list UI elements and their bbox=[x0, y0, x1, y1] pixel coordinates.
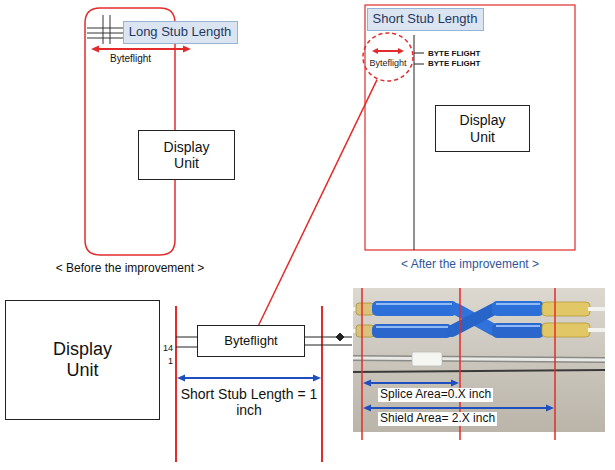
caption: < After the improvement > bbox=[401, 258, 539, 272]
schematic-wires bbox=[414, 35, 424, 250]
display-unit-box: Display Unit bbox=[138, 130, 235, 180]
wire-photo bbox=[452, 309, 494, 331]
wire-photo bbox=[356, 325, 374, 337]
node-label: Long Stub Length bbox=[129, 25, 232, 40]
schematic-wires bbox=[305, 337, 352, 338]
schematic-wires bbox=[87, 28, 124, 29]
node-label: Display Unit bbox=[43, 339, 123, 380]
arrow-head bbox=[398, 48, 404, 54]
node-label: Display Unit bbox=[452, 112, 514, 144]
pin-number: 14 bbox=[163, 343, 173, 353]
stub-length-arrow bbox=[91, 46, 99, 53]
wire-photo bbox=[496, 325, 540, 327]
housing-outline bbox=[365, 5, 575, 250]
schematic-wires bbox=[110, 15, 111, 44]
connector-label: BYTE FLIGHT bbox=[428, 59, 480, 68]
boundary-line bbox=[176, 306, 322, 462]
schematic-wires bbox=[87, 33, 124, 34]
wire-photo bbox=[496, 303, 540, 305]
signal-name: Byteflight bbox=[110, 53, 151, 65]
wire-photo bbox=[588, 328, 605, 332]
byteflight-box: Byteflight bbox=[197, 325, 305, 357]
schematic-wires bbox=[176, 337, 197, 338]
boundary-line bbox=[362, 288, 555, 440]
wire-photo bbox=[492, 323, 544, 338]
schematic-wires bbox=[414, 35, 415, 250]
dimension-label: Splice Area=0.X inch bbox=[378, 388, 493, 402]
stub-length-arrow bbox=[177, 375, 185, 382]
stub-length-arrow bbox=[183, 46, 191, 53]
node-label: Byteflight bbox=[224, 334, 277, 349]
node-label: Short Stub Length bbox=[373, 12, 478, 27]
boundary-line bbox=[175, 306, 177, 462]
schematic-wires bbox=[87, 38, 124, 39]
dimension-arrow bbox=[363, 380, 371, 387]
stub-length-arrow bbox=[182, 377, 316, 379]
stub-length-arrow bbox=[376, 50, 400, 52]
dimension-arrow bbox=[546, 405, 554, 412]
node-label: Display Unit bbox=[156, 139, 218, 171]
stub-length-tag: Long Stub Length bbox=[123, 21, 238, 44]
pin-number: 1 bbox=[168, 356, 173, 366]
wire-photo bbox=[353, 288, 605, 432]
wire-photo bbox=[353, 358, 605, 360]
caption: < Before the improvement > bbox=[56, 262, 205, 276]
display-unit-box: Display Unit bbox=[5, 300, 160, 420]
boundary-line bbox=[321, 306, 323, 462]
wire-photo bbox=[372, 301, 457, 316]
circle-outline bbox=[362, 32, 414, 82]
wire-photo bbox=[542, 302, 590, 316]
schematic-wires bbox=[176, 347, 197, 348]
node-label: Byteflight bbox=[369, 58, 406, 68]
boundary-line bbox=[554, 288, 556, 440]
wire-photo bbox=[492, 301, 544, 316]
wire-photo bbox=[372, 324, 452, 338]
arrow-head bbox=[372, 48, 378, 54]
wire-photo bbox=[542, 323, 590, 337]
dimension-arrow bbox=[451, 380, 459, 387]
schematic-wires bbox=[336, 333, 344, 341]
stub-length-arrow bbox=[91, 46, 191, 53]
circle-outline bbox=[363, 33, 413, 81]
schematic-wires bbox=[103, 15, 104, 44]
dimension-label: Shield Area= 2.X inch bbox=[378, 412, 497, 426]
stub-length-arrow bbox=[177, 375, 321, 382]
wire-photo bbox=[376, 326, 448, 328]
schematic-wires bbox=[87, 15, 124, 44]
dimension-label: Short Stub Length = 1 inch bbox=[179, 386, 319, 418]
housing-outline bbox=[365, 5, 575, 250]
dimension-arrow bbox=[367, 407, 550, 409]
wire-photo bbox=[353, 288, 605, 432]
stub-length-tag: Short Stub Length bbox=[367, 8, 484, 31]
wire-photo bbox=[353, 370, 605, 372]
wire-photo bbox=[356, 303, 374, 315]
schematic-wires bbox=[414, 53, 424, 54]
wire-photo bbox=[412, 352, 442, 366]
highlight-circle: Byteflight bbox=[362, 32, 414, 82]
stub-length-arrow bbox=[96, 48, 186, 50]
schematic-wires bbox=[305, 345, 352, 346]
dimension-arrow bbox=[363, 405, 371, 412]
dimension-arrow bbox=[363, 380, 554, 412]
display-unit-box: Display Unit bbox=[435, 105, 530, 152]
stub-length-arrow bbox=[313, 375, 321, 382]
wire-photo bbox=[588, 307, 605, 311]
dimension-arrow bbox=[367, 382, 455, 384]
leader-connector bbox=[259, 80, 377, 325]
boundary-line bbox=[361, 288, 363, 440]
leader-connector bbox=[259, 80, 377, 325]
connector-label: BYTE FLIGHT bbox=[428, 49, 480, 58]
wire-photo bbox=[353, 358, 605, 360]
wire-photo bbox=[376, 303, 452, 305]
schematic-wires bbox=[414, 64, 424, 65]
